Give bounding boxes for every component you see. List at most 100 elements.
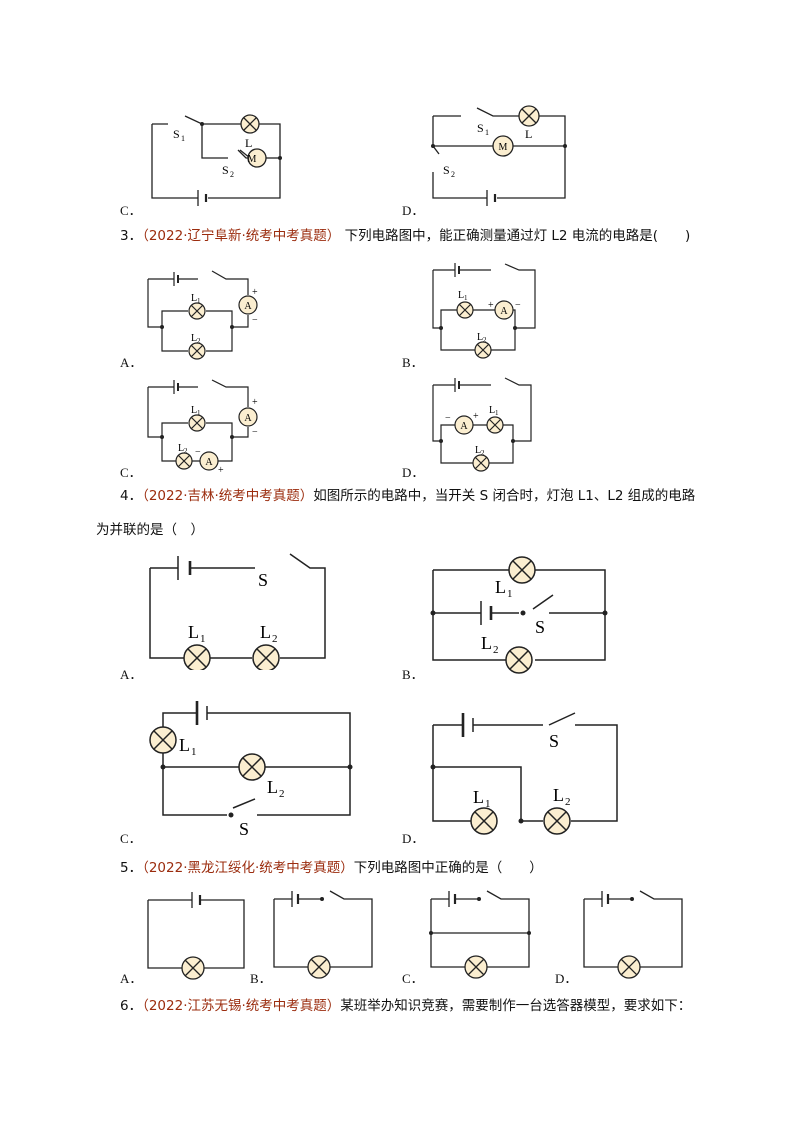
q4-option-b: B．: [402, 667, 424, 682]
circuit-q5-c: [429, 890, 531, 979]
svg-text:2: 2: [184, 447, 188, 455]
svg-text:M: M: [248, 154, 257, 165]
svg-text:L: L: [267, 777, 278, 797]
svg-text:2: 2: [451, 170, 455, 179]
svg-text:A: A: [244, 413, 252, 424]
svg-text:+: +: [488, 300, 494, 311]
svg-text:2: 2: [197, 337, 201, 345]
svg-text:−: −: [252, 427, 258, 438]
option-d-label: D．: [402, 203, 425, 218]
q3-option-b: B．: [402, 355, 424, 370]
svg-text:S: S: [258, 570, 268, 590]
svg-text:−: −: [252, 315, 258, 326]
q3-option-c: C．: [120, 465, 142, 480]
svg-text:L: L: [458, 290, 464, 301]
svg-text:L: L: [473, 787, 484, 807]
svg-text:L: L: [191, 293, 197, 304]
q4-option-a: A．: [120, 667, 143, 682]
svg-text:−: −: [515, 300, 521, 311]
svg-text:2: 2: [230, 170, 234, 179]
svg-text:L: L: [489, 405, 495, 416]
svg-text:1: 1: [507, 588, 513, 600]
svg-text:A: A: [460, 421, 468, 432]
svg-text:A: A: [500, 306, 508, 317]
question-3-source: 2022·辽宁阜新·统考中考真题: [148, 228, 327, 244]
svg-text:2: 2: [279, 788, 285, 800]
q4-option-d: D．: [402, 831, 425, 846]
q4-option-c: C．: [120, 831, 142, 846]
question-3: 3．（2022·辽宁阜新·统考中考真题） 下列电路图中，能正确测量通过灯 L2 …: [120, 228, 691, 244]
svg-text:1: 1: [485, 798, 491, 810]
svg-text:2: 2: [481, 449, 485, 457]
q3-option-a: A．: [120, 355, 143, 370]
question-5: 5．（2022·黑龙江绥化·统考中考真题）下列电路图中正确的是（ ）: [120, 860, 543, 876]
svg-text:1: 1: [181, 134, 185, 143]
circuit-q5-a: [147, 892, 245, 980]
svg-text:L: L: [178, 443, 184, 454]
svg-text:L: L: [481, 633, 492, 653]
svg-text:L: L: [553, 785, 564, 805]
svg-text:1: 1: [191, 746, 197, 758]
svg-text:S: S: [535, 617, 545, 637]
svg-text:A: A: [244, 301, 252, 312]
q5-option-c: C．: [402, 971, 424, 986]
svg-text:S: S: [239, 819, 249, 839]
svg-text:L: L: [191, 333, 197, 344]
question-4-source: 2022·吉林·统考中考真题: [148, 488, 300, 504]
label-s2: S: [222, 163, 229, 177]
svg-text:A: A: [205, 457, 213, 468]
svg-text:S: S: [443, 163, 450, 177]
svg-text:L: L: [477, 332, 483, 343]
svg-text:L: L: [495, 577, 506, 597]
svg-text:−: −: [445, 413, 451, 424]
svg-text:L: L: [245, 136, 252, 150]
svg-text:L: L: [475, 445, 481, 456]
label-s1: S: [173, 127, 180, 141]
svg-text:−: −: [195, 447, 201, 458]
circuit-prev-d: S 1 L M S 2: [431, 105, 567, 206]
question-6: 6．（2022·江苏无锡·统考中考真题）某班举办知识竞赛，需要制作一台选答器模型…: [120, 998, 692, 1014]
svg-text:M: M: [499, 142, 508, 153]
question-5-source: 2022·黑龙江绥化·统考中考真题: [148, 860, 341, 876]
question-4-line2: 为并联的是（ ）: [96, 522, 204, 538]
circuit-q5-b: [273, 890, 373, 979]
q5-option-a: A．: [120, 971, 143, 986]
svg-text:L: L: [188, 622, 199, 642]
svg-text:1: 1: [464, 294, 468, 302]
svg-text:S: S: [477, 121, 484, 135]
svg-text:2: 2: [493, 644, 499, 656]
option-c-label: C．: [120, 203, 142, 218]
svg-text:2: 2: [272, 633, 278, 645]
svg-text:1: 1: [495, 409, 499, 417]
svg-text:1: 1: [197, 409, 201, 417]
svg-text:2: 2: [483, 336, 487, 344]
circuit-prev-c: S 1 L M S 2: [151, 114, 282, 206]
svg-text:L: L: [179, 735, 190, 755]
svg-text:1: 1: [200, 633, 206, 645]
q5-option-b: B．: [250, 971, 272, 986]
svg-text:L: L: [260, 622, 271, 642]
svg-text:+: +: [252, 287, 258, 298]
svg-text:2: 2: [565, 796, 571, 808]
question-4: 4．（2022·吉林·统考中考真题）如图所示的电路中，当开关 S 闭合时，灯泡 …: [120, 488, 696, 504]
circuit-q5-d: [583, 890, 683, 979]
question-6-source: 2022·江苏无锡·统考中考真题: [148, 998, 327, 1014]
q5-option-d: D．: [555, 971, 578, 986]
svg-text:+: +: [473, 411, 479, 422]
svg-text:S: S: [549, 731, 559, 751]
svg-text:1: 1: [197, 297, 201, 305]
svg-text:+: +: [218, 465, 224, 475]
svg-text:L: L: [191, 405, 197, 416]
svg-text:+: +: [252, 397, 258, 408]
q3-option-d: D．: [402, 465, 425, 480]
svg-text:L: L: [525, 127, 532, 141]
svg-text:1: 1: [485, 128, 489, 137]
